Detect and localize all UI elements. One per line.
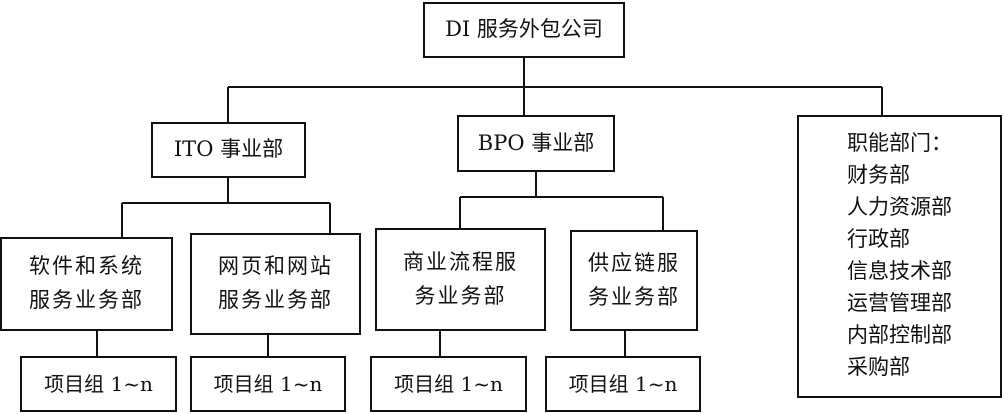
software-systems-line-2: 服务业务部 bbox=[29, 288, 144, 312]
web-unit-line-2: 服务业务部 bbox=[218, 288, 333, 312]
functional-item: 运营管理部 bbox=[847, 291, 952, 315]
functional-item: 信息技术部 bbox=[847, 259, 952, 283]
bpo-division-label: BPO 事业部 bbox=[477, 130, 595, 155]
web-unit-line-1: 网页和网站 bbox=[218, 254, 333, 279]
supply-chain-line-2: 务业务部 bbox=[588, 284, 680, 309]
project-group-box-2: 项目组 1~n bbox=[190, 356, 346, 412]
functional-item: 人力资源部 bbox=[847, 195, 952, 219]
bpo-division-box: BPO 事业部 bbox=[457, 115, 615, 172]
functional-item: 采购部 bbox=[847, 355, 910, 379]
business-process-unit-box: 商业流程服 务业务部 bbox=[375, 228, 546, 331]
software-systems-line-1: 软件和系统 bbox=[29, 254, 144, 279]
business-process-line-1: 商业流程服 bbox=[403, 249, 518, 274]
project-group-label: 项目组 1~n bbox=[394, 372, 503, 396]
supply-chain-unit-box: 供应链服 务业务部 bbox=[570, 230, 698, 331]
functional-item: 财务部 bbox=[847, 163, 910, 187]
business-process-line-2: 务业务部 bbox=[414, 283, 507, 308]
supply-chain-line-1: 供应链服 bbox=[588, 250, 680, 275]
functional-title: 职能部门： bbox=[847, 131, 952, 155]
project-group-box-4: 项目组 1~n bbox=[545, 356, 701, 412]
project-group-label: 项目组 1~n bbox=[213, 372, 323, 396]
project-group-box-1: 项目组 1~n bbox=[20, 356, 177, 412]
functional-item: 内部控制部 bbox=[847, 323, 952, 347]
functional-item: 行政部 bbox=[847, 227, 910, 251]
software-systems-unit-box: 软件和系统 服务业务部 bbox=[0, 237, 173, 331]
root-company-box: DI 服务外包公司 bbox=[423, 2, 625, 58]
ito-division-box: ITO 事业部 bbox=[151, 122, 306, 178]
ito-division-label: ITO 事业部 bbox=[173, 137, 284, 162]
project-group-label: 项目组 1~n bbox=[568, 372, 678, 396]
project-group-label: 项目组 1~n bbox=[44, 372, 153, 396]
root-company-label: DI 服务外包公司 bbox=[445, 17, 603, 42]
project-group-box-3: 项目组 1~n bbox=[370, 356, 527, 412]
functional-departments-box: 职能部门： 财务部 人力资源部 行政部 信息技术部 运营管理部 内部控制部 采购… bbox=[797, 115, 1002, 398]
web-unit-box: 网页和网站 服务业务部 bbox=[190, 233, 361, 335]
